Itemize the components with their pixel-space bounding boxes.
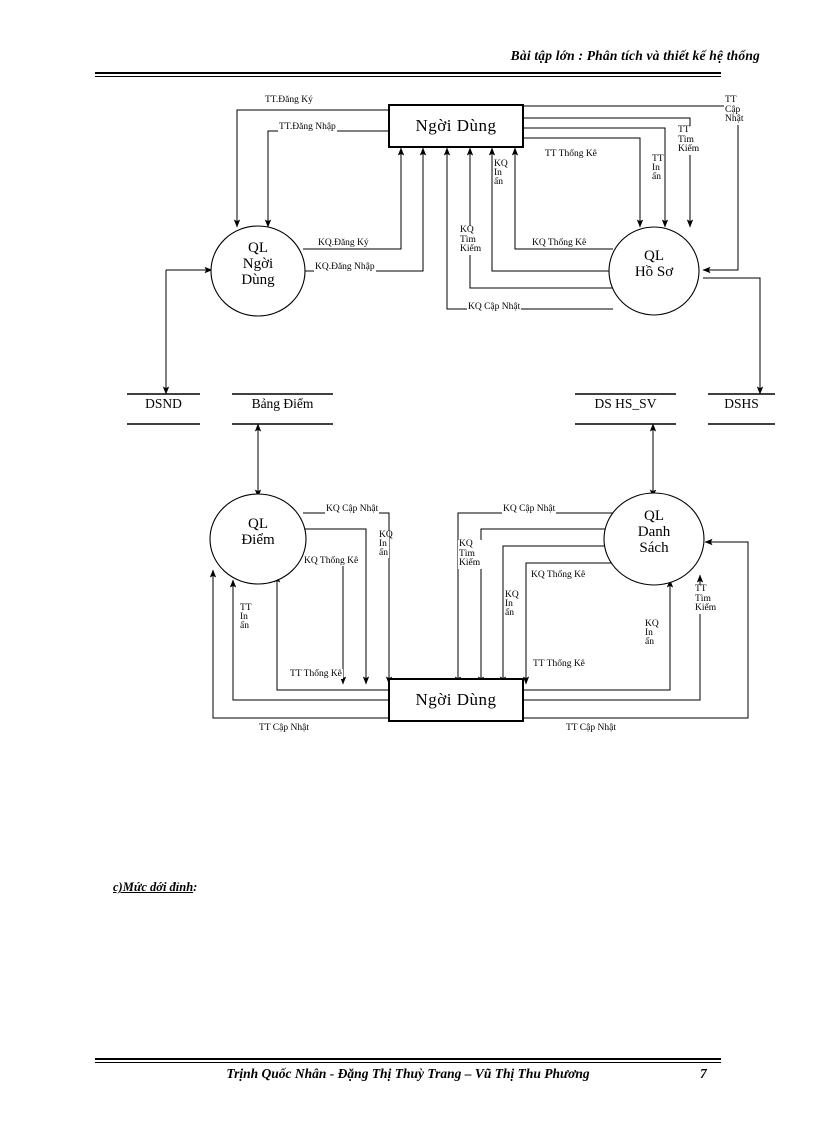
process-ql-danh-sach[interactable]: QL Danh Sách bbox=[614, 508, 694, 557]
flow-label-kq-tim-kiem-right: KQ Tìm Kiếm bbox=[458, 539, 486, 569]
process-ql-diem[interactable]: QL Điểm bbox=[218, 516, 298, 548]
flow-label-kq-dang-nhap: KQ.Đăng Nhập bbox=[314, 262, 376, 272]
process-ql-ho-so[interactable]: QL Hồ Sơ bbox=[614, 248, 694, 280]
external-entity-bottom-user-label: Ngời Dùng bbox=[415, 690, 497, 709]
flow-label-tt-dang-nhap: TT.Đăng Nhập bbox=[278, 122, 337, 132]
footer-page-number: 7 bbox=[700, 1066, 707, 1081]
process-ql-danh-sach-line2: Danh bbox=[637, 524, 671, 541]
process-ql-nguoi-dung-line2: Ngời bbox=[242, 256, 274, 273]
external-entity-bottom-user[interactable]: Ngời Dùng bbox=[388, 678, 524, 722]
process-ql-diem-line2: Điểm bbox=[241, 532, 275, 549]
flow-label-tt-dang-ky: TT.Đăng Ký bbox=[264, 95, 314, 105]
page-header: Bài tập lớn : Phân tích và thiết kế hệ t… bbox=[0, 0, 816, 90]
section-caption-text: c)Mức dới đỉnh bbox=[113, 880, 194, 894]
data-store-shapes bbox=[127, 393, 775, 425]
flow-label-tt-thong-ke-top: TT Thống Kê bbox=[544, 149, 598, 159]
flow-label-tt-cap-nhat-left: TT Cập Nhật bbox=[258, 723, 310, 733]
flow-label-tt-in-an-top: TT In ấn bbox=[652, 154, 664, 183]
data-store-dshs[interactable]: DSHS bbox=[724, 396, 759, 411]
flow-label-kq-in-an-top: KQ In ấn bbox=[494, 159, 508, 188]
section-caption: c)Mức dới đỉnh: bbox=[113, 880, 197, 895]
flow-label-kq-in-an-left: KQ In ấn bbox=[379, 530, 393, 559]
process-ql-nguoi-dung[interactable]: QL Ngời Dùng bbox=[218, 240, 298, 289]
process-ql-danh-sach-line3: Sách bbox=[639, 540, 669, 557]
flow-label-kq-tim-kiem-top: KQ Tìm Kiếm bbox=[459, 225, 487, 255]
data-store-bang-diem[interactable]: Bảng Điểm bbox=[251, 396, 314, 411]
flow-label-tt-in-an-left: TT In ấn bbox=[240, 603, 252, 632]
flow-label-kq-in-an-right2: KQ In ấn bbox=[645, 619, 659, 648]
process-ql-nguoi-dung-shape bbox=[210, 225, 306, 317]
process-ql-nguoi-dung-line3: Dùng bbox=[241, 272, 275, 289]
process-ql-danh-sach-line1: QL bbox=[644, 508, 664, 524]
process-ql-ho-so-shape bbox=[608, 226, 700, 316]
flow-label-kq-cap-nhat-left: KQ Cập Nhật bbox=[325, 504, 380, 514]
footer-divider bbox=[95, 1058, 721, 1063]
flow-label-tt-cap-nhat-right: TT Cập Nhật bbox=[565, 723, 617, 733]
process-ql-ho-so-line2: Hồ Sơ bbox=[634, 264, 674, 281]
flow-label-kq-in-an-right: KQ In ấn bbox=[505, 590, 519, 619]
process-ql-diem-shape bbox=[209, 493, 307, 585]
flow-label-kq-thong-ke-top: KQ Thống Kê bbox=[531, 238, 588, 248]
process-circles bbox=[209, 225, 705, 586]
flow-label-kq-cap-nhat-top: KQ Cập Nhật bbox=[467, 302, 522, 312]
data-store-ds-hs-sv[interactable]: DS HS_SV bbox=[594, 396, 657, 411]
data-store-dsnd[interactable]: DSND bbox=[145, 396, 182, 411]
header-title: Bài tập lớn : Phân tích và thiết kế hệ t… bbox=[510, 48, 760, 63]
flow-label-tt-cap-nhat-top: TT Cập Nhật bbox=[724, 95, 752, 125]
process-ql-diem-line1: QL bbox=[248, 516, 268, 532]
flow-label-kq-dang-ky: KQ.Đăng Ký bbox=[317, 238, 370, 248]
flow-label-kq-cap-nhat-right: KQ Cập Nhật bbox=[502, 504, 557, 514]
flow-label-tt-tim-kiem-top: TT Tìm Kiếm bbox=[677, 125, 705, 155]
header-divider bbox=[95, 72, 721, 77]
external-entity-top-user-label: Ngời Dùng bbox=[415, 116, 497, 135]
flow-label-tt-thong-ke-right: TT Thống Kê bbox=[532, 659, 586, 669]
flow-label-kq-thong-ke-right: KQ Thống Kê bbox=[530, 570, 587, 580]
section-caption-suffix: : bbox=[193, 880, 198, 894]
flow-label-tt-tim-kiem-right: TT Tìm Kiếm bbox=[694, 584, 722, 614]
process-ql-danh-sach-shape bbox=[603, 492, 705, 586]
flow-label-kq-thong-ke-left: KQ Thống Kê bbox=[303, 556, 360, 566]
flow-label-tt-thong-ke-left: TT Thống Kê bbox=[289, 669, 343, 679]
external-entity-top-user[interactable]: Ngời Dùng bbox=[388, 104, 524, 148]
footer-authors: Trịnh Quốc Nhân - Đặng Thị Thuỳ Trang – … bbox=[226, 1066, 590, 1081]
flow-arrows bbox=[162, 105, 764, 719]
process-ql-nguoi-dung-line1: QL bbox=[248, 240, 268, 256]
process-ql-ho-so-line1: QL bbox=[644, 248, 664, 264]
